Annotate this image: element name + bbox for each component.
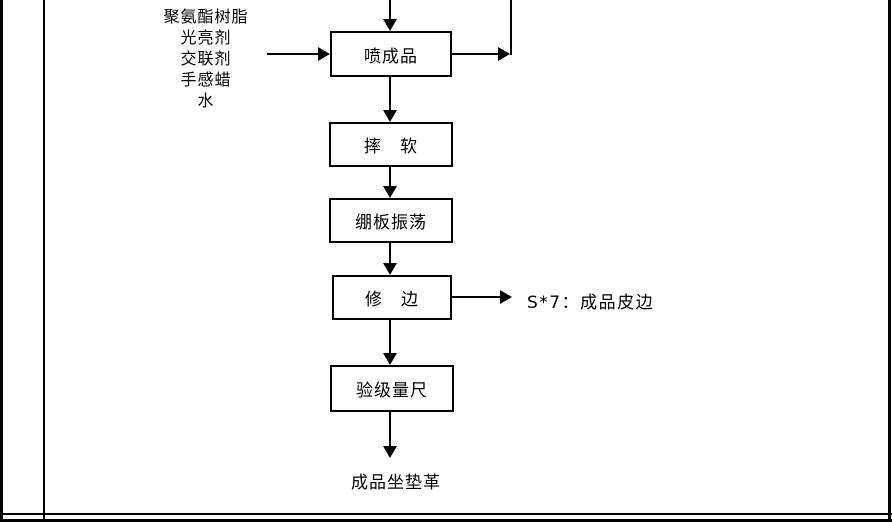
flow-node-label: 绷板振荡 (355, 213, 427, 233)
flow-node-spray-finish: 喷成品 (330, 31, 452, 77)
input-material-item: 聚氨酯树脂 (163, 7, 249, 26)
page-right-border-line (888, 0, 891, 522)
arrowhead-down-icon (383, 263, 397, 275)
arrowhead-down-icon (383, 353, 397, 365)
arrowhead-right-icon (500, 290, 512, 304)
arrowhead-down-icon (383, 19, 397, 31)
arrowhead-down-icon (383, 446, 397, 458)
flow-node-board-vibrate: 绷板振荡 (329, 198, 453, 243)
flow-node-label: 摔 软 (364, 137, 418, 157)
margin-divider-line (43, 0, 45, 522)
table-bottom-border-line (0, 519, 892, 522)
flow-node-grade-measure: 验级量尺 (330, 365, 454, 412)
input-material-item: 手感蜡 (180, 70, 232, 89)
arrowhead-down-icon (383, 110, 397, 122)
side-output-arrow-line (452, 296, 500, 298)
flow-node-trim-edge: 修 边 (332, 275, 452, 320)
flow-node-label: 验级量尺 (356, 381, 428, 401)
input-material-item: 水 (197, 91, 215, 110)
arrowhead-right-icon (318, 47, 330, 61)
flow-node-label: 修 边 (365, 290, 419, 310)
side-output-label: S*7：成品皮边 (527, 293, 655, 313)
input-arrow-line (267, 53, 318, 55)
return-arrow-line (452, 53, 498, 55)
return-line-up (510, 0, 512, 55)
final-product-label: 成品坐垫革 (351, 473, 441, 493)
arrowhead-right-icon (498, 47, 510, 61)
flow-line-board-to-trim (389, 243, 391, 263)
input-materials-list: 聚氨酯树脂 光亮剂 交联剂 手感蜡 水 (148, 6, 264, 111)
flow-line-from-top (389, 0, 391, 19)
page-left-border-line (0, 0, 3, 522)
flow-node-soften: 摔 软 (329, 122, 453, 167)
flow-node-label: 喷成品 (364, 46, 418, 67)
flow-line-trim-to-grade (389, 320, 391, 353)
input-material-item: 交联剂 (180, 49, 232, 68)
input-material-item: 光亮剂 (180, 28, 232, 47)
table-row-divider-line (0, 513, 892, 515)
flow-line-soften-to-board (389, 167, 391, 186)
arrowhead-down-icon (383, 186, 397, 198)
flow-line-spray-to-soften (389, 77, 391, 110)
flow-line-grade-to-final (389, 412, 391, 446)
